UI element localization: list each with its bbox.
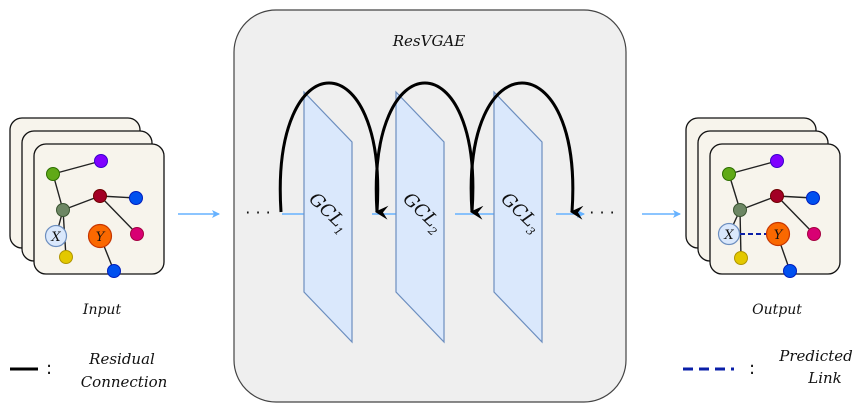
- legend-predicted-line1: Predicted: [778, 347, 852, 365]
- node-yellow: [734, 251, 748, 265]
- node-green: [722, 167, 736, 181]
- node-purple: [94, 154, 108, 168]
- output-graph-card: [709, 143, 841, 275]
- node-olive: [56, 203, 70, 217]
- residual-arc-1: [278, 81, 389, 220]
- legend-residual: : Residual Connection: [10, 350, 167, 391]
- ellipsis-left: · · ·: [245, 203, 270, 222]
- legend-predicted: : Predicted Link: [683, 347, 853, 387]
- node-y: [765, 221, 791, 247]
- node-blue-bottom: [107, 264, 121, 278]
- node-blue: [129, 191, 143, 205]
- gcl-layer-2: GCL2: [395, 90, 445, 344]
- resvgae-title: ResVGAE: [392, 32, 466, 50]
- node-y: [87, 223, 113, 249]
- node-olive: [733, 203, 747, 217]
- node-x: [717, 222, 741, 246]
- node-darkred: [770, 189, 784, 203]
- node-yellow: [59, 250, 73, 264]
- node-y-label: Y: [774, 228, 784, 243]
- output-label: Output: [752, 302, 802, 318]
- ellipsis-right: · · ·: [589, 203, 614, 222]
- node-purple: [770, 154, 784, 168]
- node-magenta: [807, 227, 821, 241]
- node-x-label: X: [723, 228, 734, 243]
- gcl-layer-3: GCL3: [493, 90, 543, 344]
- node-blue: [806, 191, 820, 205]
- legend-residual-line2: Connection: [81, 373, 168, 391]
- node-magenta: [130, 227, 144, 241]
- legend-residual-line1: Residual: [88, 350, 155, 368]
- node-x: [44, 224, 68, 248]
- node-darkred: [93, 189, 107, 203]
- input-graph-stack: X Y: [9, 117, 165, 278]
- output-graph-stack: X Y: [685, 117, 841, 278]
- input-label: Input: [82, 302, 122, 318]
- node-green: [46, 167, 60, 181]
- residual-arc-2: [374, 81, 484, 220]
- input-graph-card: [33, 143, 165, 275]
- residual-arcs: [278, 81, 584, 220]
- legend-predicted-line2: Link: [807, 369, 842, 387]
- node-blue-bottom: [783, 264, 797, 278]
- node-x-label: X: [50, 230, 61, 245]
- legend-predicted-colon: :: [749, 358, 755, 379]
- gcl-layer-1: GCL1: [303, 90, 353, 344]
- residual-arc-3: [469, 81, 584, 220]
- node-y-label: Y: [96, 230, 106, 245]
- legend-residual-colon: :: [46, 358, 52, 379]
